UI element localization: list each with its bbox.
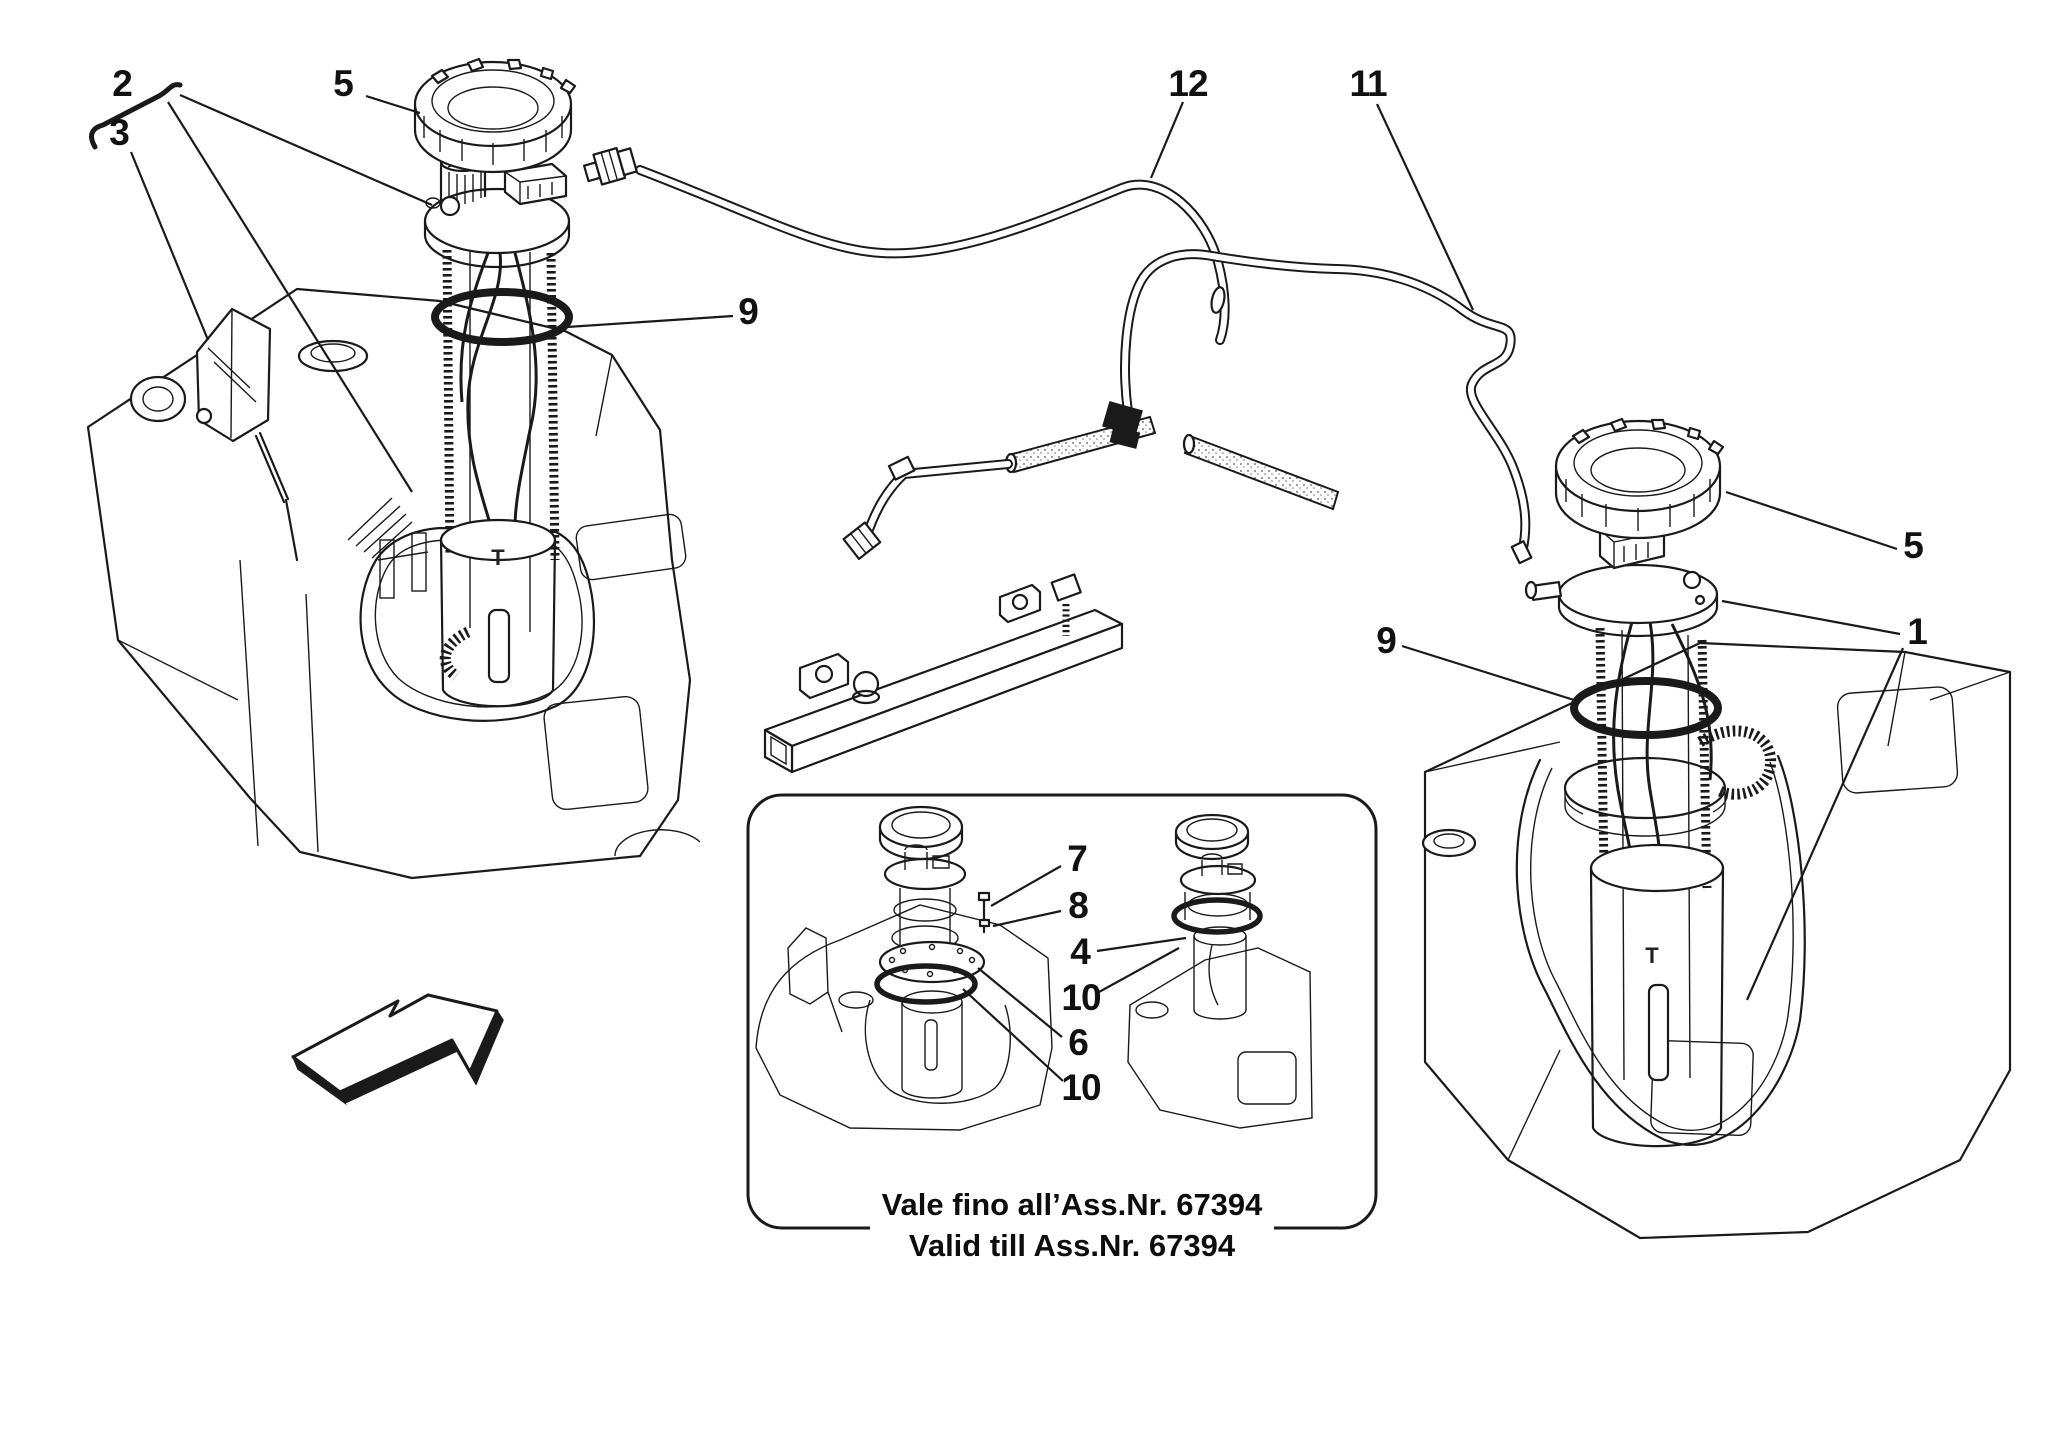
callout-6: 6: [1068, 1022, 1089, 1063]
fuel-rail: [763, 573, 1124, 774]
elbow-hose-to-rail: [842, 455, 1013, 560]
braided-pipes: [1004, 415, 1340, 511]
inset-gasket-b: [1171, 897, 1263, 935]
o-ring-right: [1570, 677, 1722, 739]
callout-7: 7: [1067, 838, 1088, 879]
fuel-hose-11: [1102, 249, 1533, 565]
caption-line-english: Valid till Ass.Nr. 67394: [908, 1228, 1236, 1263]
leader-lines: [129, 93, 1905, 1082]
callout-11: 11: [1349, 63, 1387, 104]
callout-4: 4: [1070, 931, 1091, 972]
callout-3: 3: [109, 112, 130, 153]
direction-arrow: [291, 993, 504, 1106]
pump-mark: T: [491, 545, 505, 570]
callout-9-right: 9: [1376, 620, 1397, 661]
ring-nut-left: [413, 57, 577, 174]
left-pump-assembly: [423, 151, 573, 708]
pump-mark: T: [1645, 943, 1659, 968]
inset-box: [746, 793, 1378, 1230]
callout-8: 8: [1068, 885, 1089, 926]
o-ring-left: [431, 288, 573, 346]
inset-caption: Vale fino all’Ass.Nr. 67394 Valid till A…: [870, 1184, 1274, 1266]
callout-1: 1: [1907, 611, 1928, 652]
callout-12: 12: [1168, 63, 1208, 104]
ring-nut-right: [1554, 417, 1725, 540]
inset-gasket-a: [874, 963, 978, 1005]
callout-2: 2: [112, 63, 133, 104]
caption-line-italian: Vale fino all’Ass.Nr. 67394: [881, 1187, 1263, 1222]
left-tank: [86, 287, 701, 880]
callout-10-b: 10: [1061, 1067, 1101, 1108]
callout-10-a: 10: [1061, 977, 1101, 1018]
fuel-level-sender: [195, 307, 299, 562]
callout-9-left: 9: [738, 291, 759, 332]
callout-5-left: 5: [333, 63, 354, 104]
callout-brace: [89, 82, 183, 150]
callout-5-right: 5: [1903, 525, 1924, 566]
right-pump-assembly: [1524, 496, 1777, 1148]
